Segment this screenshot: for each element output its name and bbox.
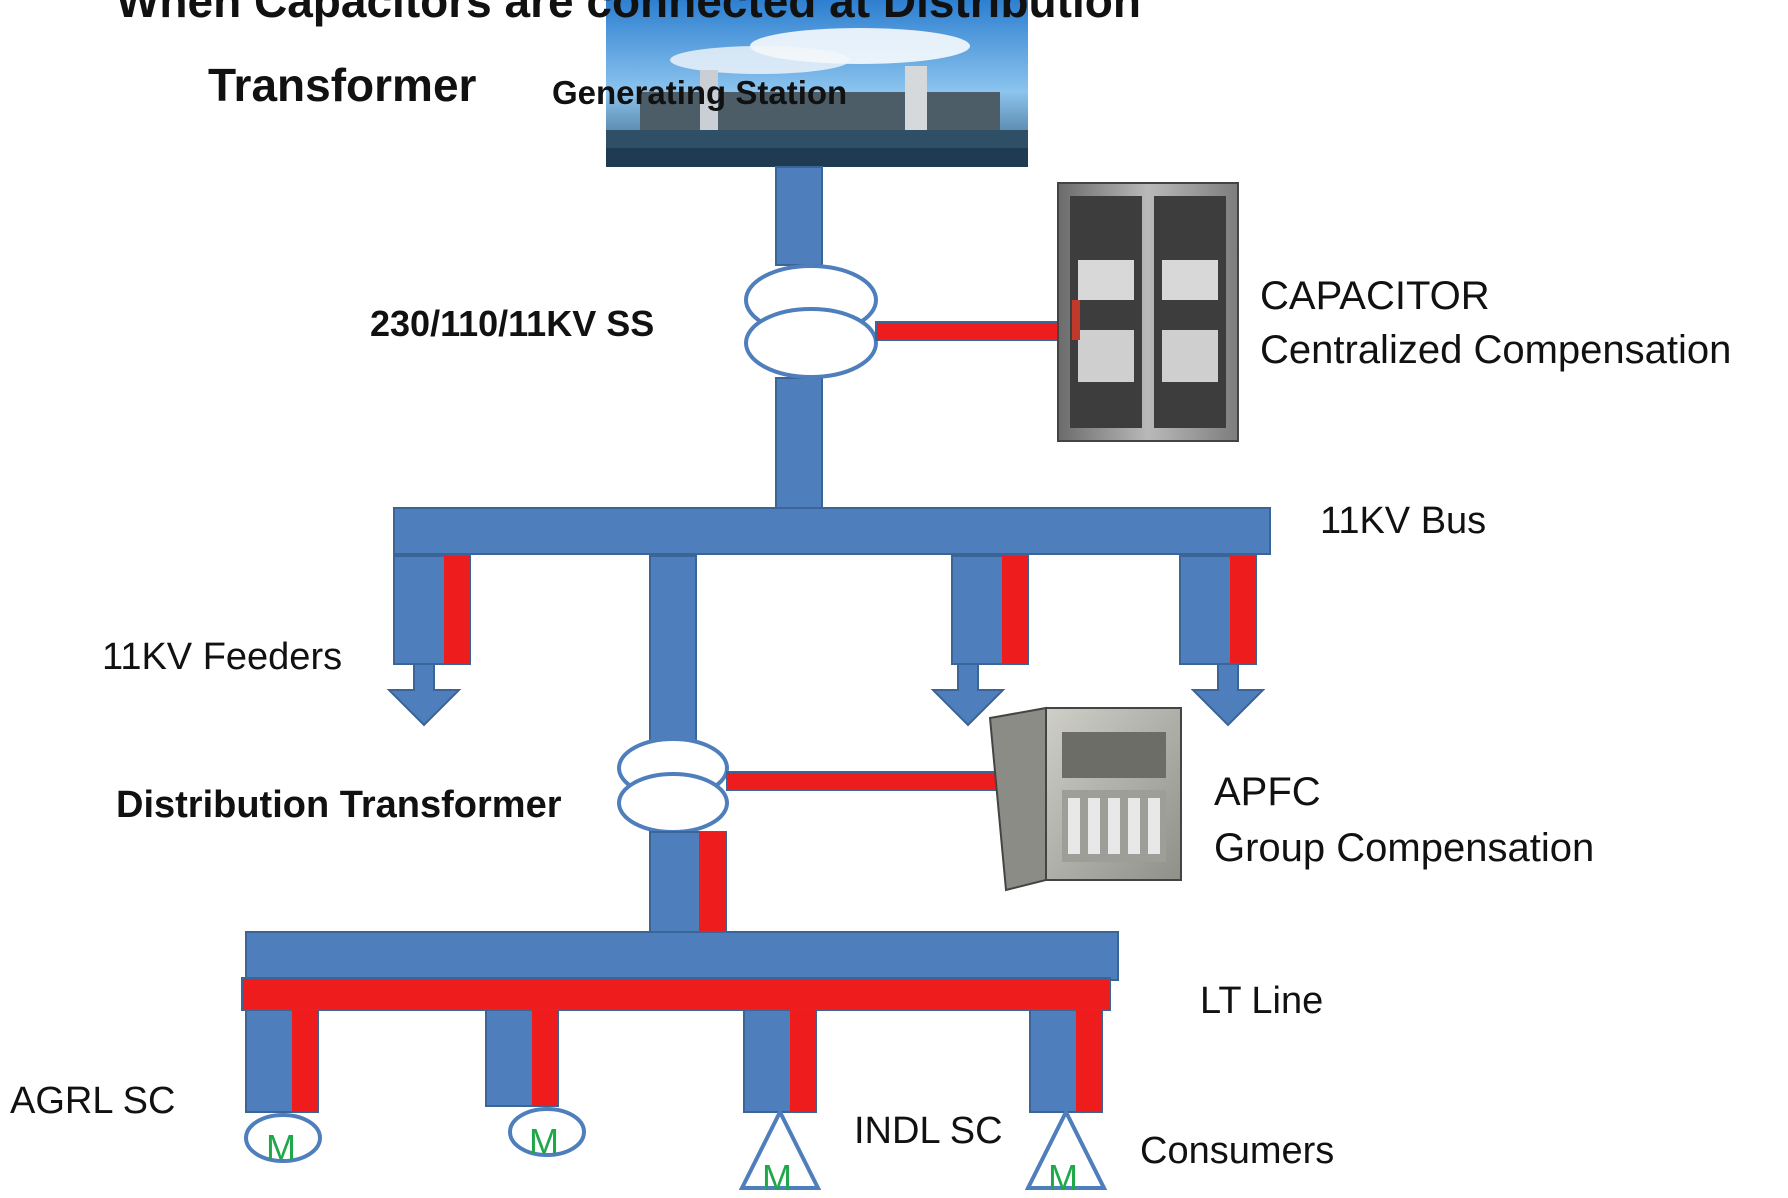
feeder-4 (1179, 555, 1266, 727)
motor-oval-symbol (508, 1107, 586, 1157)
ss-to-bus-conductor (775, 377, 823, 511)
service-drop-3 (743, 1009, 817, 1113)
bus-11kv-label: 11KV Bus (1320, 500, 1487, 542)
distribution-transformer-symbol (617, 737, 729, 834)
agrl-sc-label: AGRL SC (10, 1080, 176, 1122)
bus-11kv-bar (393, 507, 1271, 555)
capacitor-link (875, 321, 1059, 341)
generating-station-label: Generating Station (552, 74, 848, 111)
dt-feeder-conductor (649, 555, 697, 742)
dt-to-lt-conductor (649, 831, 727, 935)
capacitor-title: CAPACITOR (1260, 274, 1490, 318)
apfc-subtitle: Group Compensation (1214, 826, 1595, 870)
service-drop-2 (485, 1009, 559, 1107)
service-drop-4 (1029, 1009, 1103, 1113)
substation-label: 230/110/11KV SS (370, 303, 655, 344)
apfc-panel-image (988, 706, 1182, 892)
indl-sc-label: INDL SC (854, 1110, 1003, 1152)
station-conductor (775, 166, 823, 266)
apfc-link (726, 771, 1015, 791)
motor-oval-symbol (244, 1113, 322, 1163)
feeder-1 (386, 555, 471, 727)
generating-station-image (606, 0, 1028, 167)
lt-bus-bar (245, 931, 1119, 981)
feeder-3 (930, 555, 1029, 727)
consumers-label: Consumers (1140, 1130, 1335, 1172)
motor-letter: M (1048, 1157, 1078, 1198)
lt-line-label: LT Line (1200, 980, 1324, 1022)
lt-red-bar (241, 977, 1111, 1011)
feeders-11kv-label: 11KV Feeders (102, 636, 343, 678)
motor-letter: M (266, 1127, 296, 1168)
page-title-line-1: When Capacitors are connected at Distrib… (116, 0, 1141, 27)
distribution-transformer-label: Distribution Transformer (116, 784, 562, 826)
ss-transformer-symbol (744, 264, 878, 379)
apfc-title: APFC (1214, 770, 1321, 814)
motor-triangle-symbol (1024, 1107, 1108, 1190)
service-drop-1 (245, 1009, 319, 1113)
motor-triangle-symbol (738, 1107, 822, 1190)
page-title-line-2: Transformer (208, 59, 477, 111)
capacitor-bank-image (1057, 182, 1239, 442)
motor-letter: M (762, 1157, 792, 1198)
motor-letter: M (529, 1121, 559, 1162)
capacitor-subtitle: Centralized Compensation (1260, 328, 1732, 372)
